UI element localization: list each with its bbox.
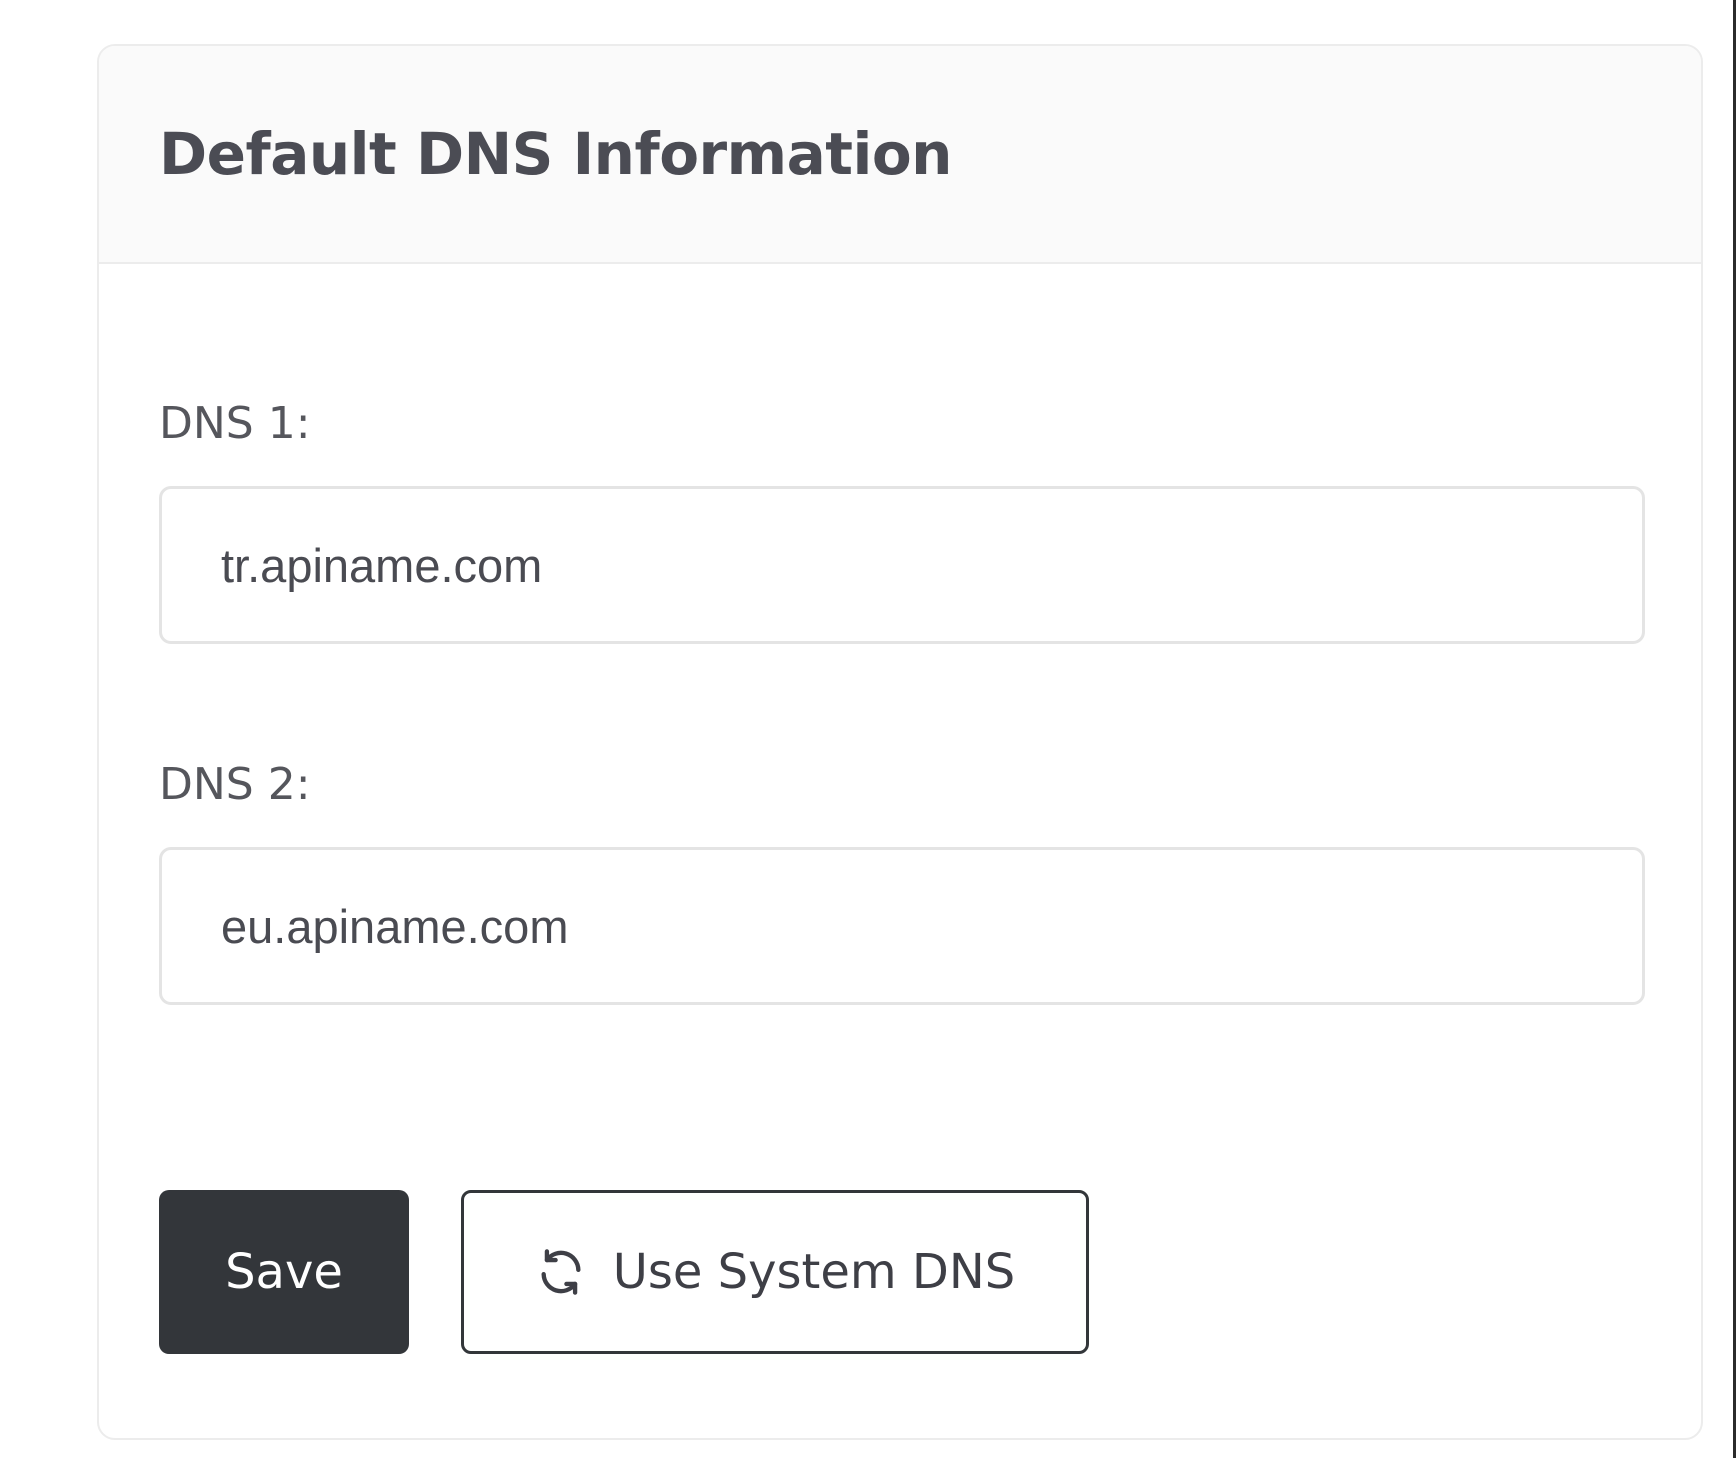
save-button-label: Save: [225, 1244, 343, 1300]
use-system-dns-button[interactable]: Use System DNS: [461, 1190, 1089, 1354]
dns-settings-card: Default DNS Information DNS 1: DNS 2: Sa…: [97, 44, 1703, 1440]
card-header: Default DNS Information: [99, 46, 1701, 264]
dns1-label: DNS 1:: [159, 398, 311, 449]
card-title: Default DNS Information: [159, 120, 952, 188]
use-system-dns-label: Use System DNS: [612, 1244, 1016, 1300]
refresh-icon: [535, 1246, 587, 1298]
dns2-label: DNS 2:: [159, 759, 311, 810]
save-button[interactable]: Save: [159, 1190, 409, 1354]
dns1-input[interactable]: [159, 486, 1645, 644]
window-edge: [1733, 0, 1736, 1458]
dns2-input[interactable]: [159, 847, 1645, 1005]
